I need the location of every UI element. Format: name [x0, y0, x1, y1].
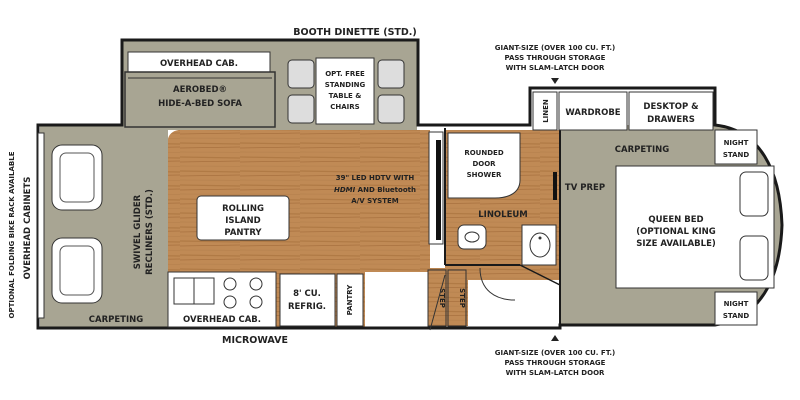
refrig-label-2: REFRIG.: [288, 302, 326, 312]
storage-bottom-label-1: GIANT-SIZE (OVER 100 CU. FT.): [495, 349, 616, 357]
queen-bed-label-1: QUEEN BED: [648, 215, 703, 225]
rolling-island: [196, 195, 290, 241]
storage-bottom-arrow-icon: [551, 335, 559, 341]
overhead-cabinets-left-label: OVERHEAD CABINETS: [23, 177, 33, 280]
carpeting-bedroom-label: CARPETING: [615, 145, 669, 155]
step-label-1: STEP: [438, 288, 446, 308]
pantry: [336, 273, 364, 327]
overhead-cabinets-left: [37, 132, 45, 319]
sofa: [124, 71, 276, 128]
night-stand-bottom: [714, 291, 758, 326]
shower-label-2: DOOR: [472, 160, 496, 168]
night-stand-top-label-1: NIGHT: [724, 139, 749, 147]
island-label-3: PANTRY: [224, 228, 262, 238]
burner-icon: [223, 295, 237, 309]
pantry-label: PANTRY: [346, 284, 354, 316]
refrig-label-1: 8' CU.: [293, 289, 321, 299]
bike-rack-label: OPTIONAL FOLDING BIKE RACK AVAILABLE: [8, 151, 16, 318]
chair-4: [377, 94, 405, 124]
storage-top-label-2: PASS THROUGH STORAGE: [505, 54, 606, 62]
pillow-1: [739, 171, 769, 217]
wardrobe: [558, 91, 628, 131]
bath-door-swing: [479, 267, 516, 301]
pillow-2: [739, 235, 769, 281]
hdtv-label-2: HDMI AND Bluetooth: [334, 186, 416, 194]
entry-door-swing: [429, 274, 446, 331]
swivel-label-2: RECLINERS (STD.): [145, 189, 155, 275]
storage-top-label-1: GIANT-SIZE (OVER 100 CU. FT.): [495, 44, 616, 52]
shower-label-1: ROUNDED: [464, 149, 503, 157]
storage-bottom-label-2: PASS THROUGH STORAGE: [505, 359, 606, 367]
chair-3: [377, 59, 405, 89]
step-1: [427, 269, 447, 327]
queen-bed-label-2: (OPTIONAL KING: [636, 227, 715, 237]
microwave-label: MICROWAVE: [222, 335, 288, 346]
hdtv-icon: [436, 140, 441, 240]
desktop-label-1: DESKTOP &: [643, 102, 699, 112]
step-label-2: STEP: [458, 288, 466, 308]
storage-top-arrow-icon: [551, 78, 559, 84]
table-label-3: TABLE &: [329, 92, 362, 100]
linoleum-label: LINOLEUM: [478, 210, 528, 220]
tv-prep-mount: [553, 172, 557, 200]
island-label-1: ROLLING: [222, 204, 264, 214]
shower-label-3: SHOWER: [467, 171, 502, 179]
night-stand-bottom-label-2: STAND: [723, 312, 750, 320]
burner-icon: [249, 295, 263, 309]
table-label-4: CHAIRS: [330, 103, 359, 111]
desktop-drawers: [628, 91, 714, 131]
hdtv-label-1: 39" LED HDTV WITH: [336, 174, 415, 182]
recliner-2: [51, 237, 103, 304]
hdmi-logo: HDMI: [334, 186, 356, 194]
table-label-2: STANDING: [325, 81, 366, 89]
aerobed-label-2: HIDE-A-BED SOFA: [158, 99, 242, 109]
burner-icon: [249, 277, 263, 291]
swivel-label-1: SWIVEL GLIDER: [133, 194, 143, 269]
burner-icon: [223, 277, 237, 291]
overhead-cab-bottom-label: OVERHEAD CAB.: [183, 315, 261, 325]
storage-top-label-3: WITH SLAM-LATCH DOOR: [506, 64, 605, 72]
booth-dinette-label: BOOTH DINETTE (STD.): [293, 27, 416, 38]
linen-closet: [532, 91, 558, 131]
night-stand-bottom-label-1: NIGHT: [724, 300, 749, 308]
queen-bed-label-3: SIZE AVAILABLE): [636, 239, 716, 249]
night-stand-top: [714, 129, 758, 165]
chair-1: [287, 59, 315, 89]
storage-bottom-label-3: WITH SLAM-LATCH DOOR: [506, 369, 605, 377]
bluetooth-logo: Bluetooth: [377, 186, 416, 194]
night-stand-top-label-2: STAND: [723, 151, 750, 159]
carpeting-living-label: CARPETING: [89, 315, 143, 325]
table-label-1: OPT. FREE: [325, 70, 365, 78]
dinette-table: [315, 57, 375, 125]
recliner-1: [51, 144, 103, 211]
wardrobe-label: WARDROBE: [565, 108, 620, 118]
island-label-2: ISLAND: [225, 216, 260, 226]
tv-prep-label: TV PREP: [565, 183, 605, 193]
desktop-label-2: DRAWERS: [647, 115, 695, 125]
linen-label: LINEN: [542, 99, 550, 123]
chair-2: [287, 94, 315, 124]
hdtv-label-3: A/V SYSTEM: [351, 197, 399, 205]
refrigerator: [279, 273, 336, 327]
rounded-shower: [447, 132, 521, 199]
step-2: [447, 269, 467, 327]
overhead-cab-top-label: OVERHEAD CAB.: [160, 59, 238, 69]
aerobed-label-1: AEROBED®: [173, 85, 227, 95]
hdtv-and: AND: [355, 186, 377, 194]
